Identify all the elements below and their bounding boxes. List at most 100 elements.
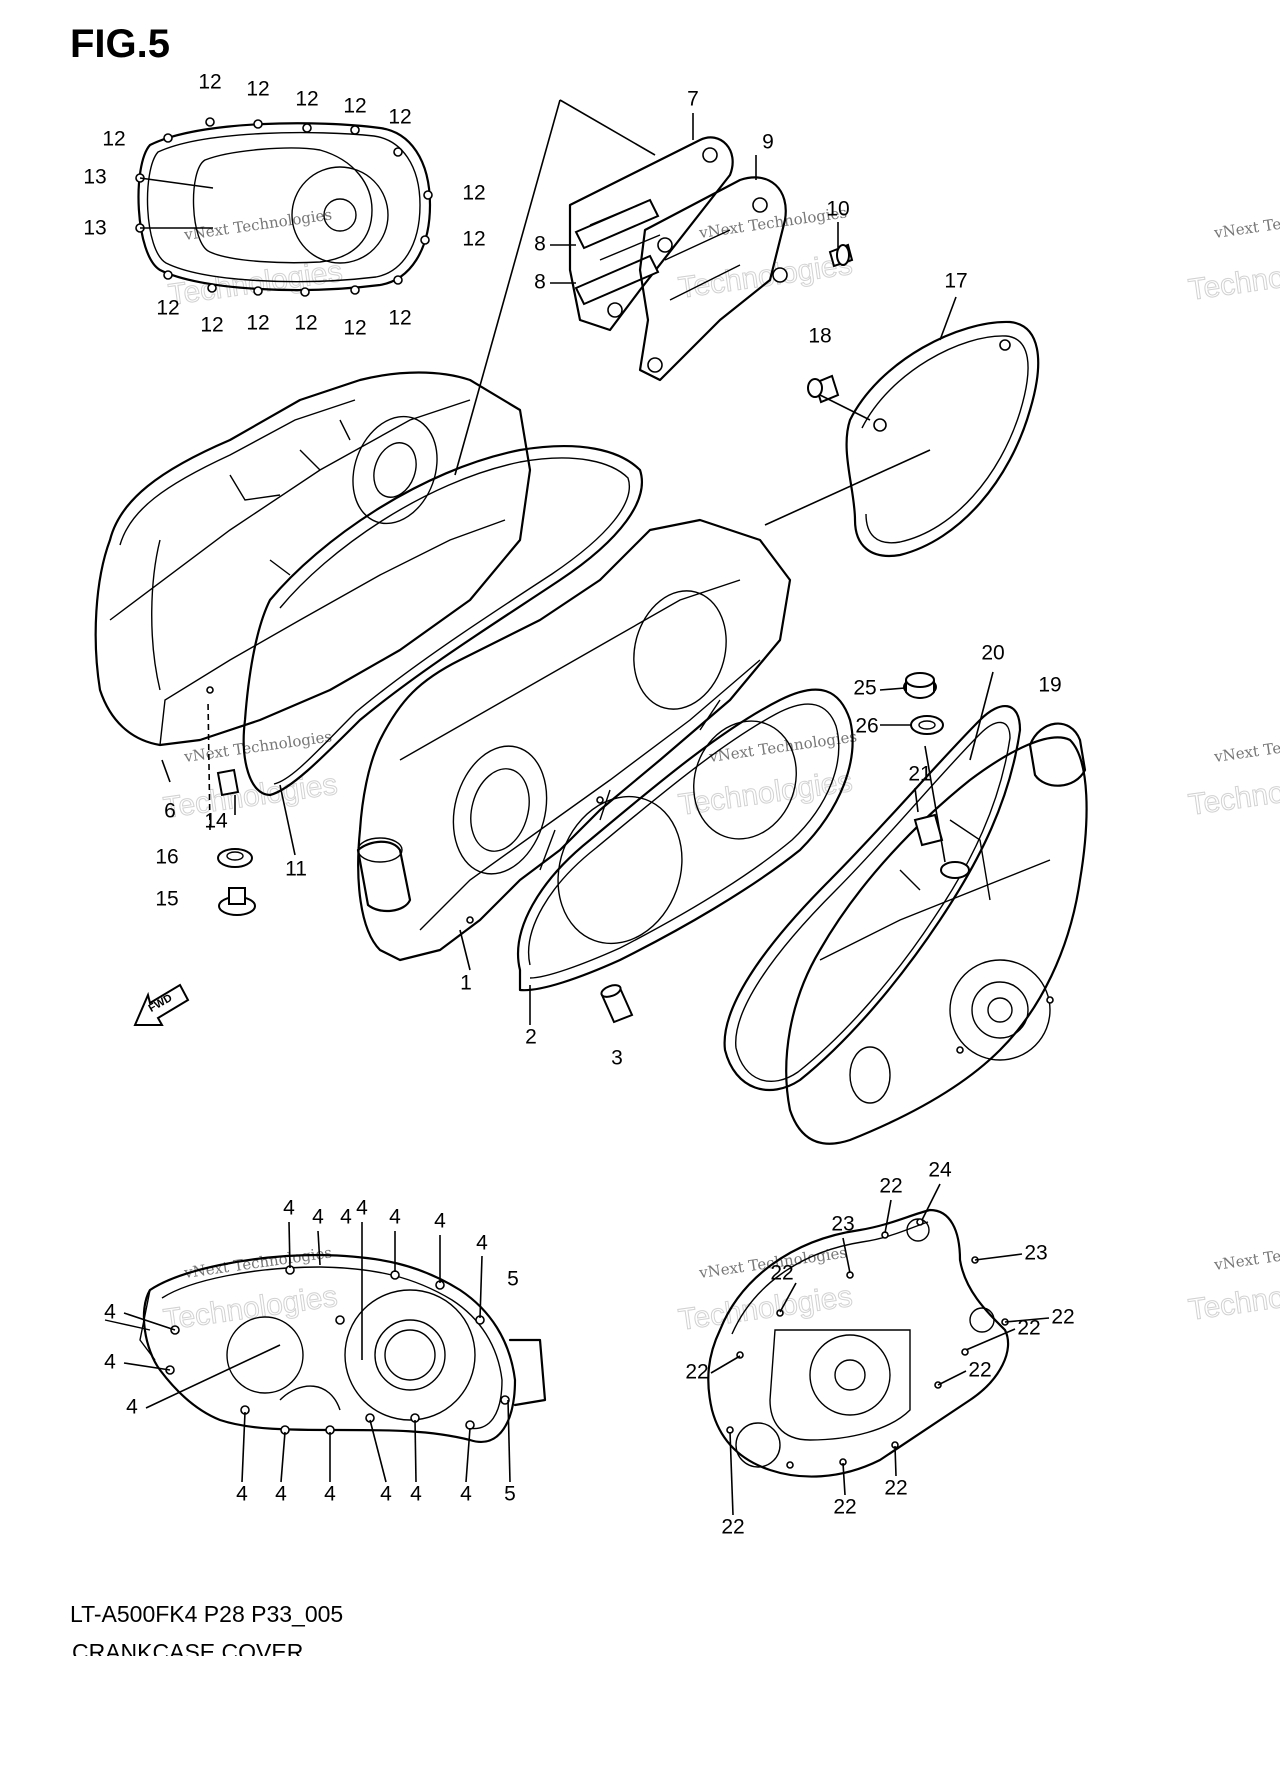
cover-bolt-layout-right (707, 1208, 1010, 1478)
callout-22: 22 (1017, 1317, 1040, 1340)
callout-19: 19 (1038, 674, 1061, 697)
crankcase-cover-left (94, 371, 532, 747)
callout-labels: 1 2 3 7 8 8 9 10 11 6 14 16 15 17 18 19 … (83, 71, 1074, 1539)
callout-4: 4 (275, 1483, 287, 1506)
callout-12: 12 (294, 312, 317, 335)
callout-12: 12 (462, 228, 485, 251)
callout-14: 14 (204, 810, 228, 833)
washer-16 (217, 848, 253, 868)
callout-22: 22 (884, 1477, 907, 1500)
callout-16: 16 (155, 846, 178, 869)
gasket-2 (517, 688, 854, 992)
callout-6: 6 (164, 800, 176, 823)
callout-8: 8 (534, 271, 546, 294)
callout-24: 24 (928, 1159, 952, 1182)
callout-4: 4 (476, 1232, 488, 1255)
watermark-text: vNext Technologies (1212, 203, 1280, 242)
callout-25: 25 (853, 677, 876, 700)
watermark-text: Technologies (161, 1280, 339, 1337)
callout-4: 4 (312, 1206, 324, 1229)
callout-4: 4 (460, 1483, 472, 1506)
callout-12: 12 (102, 128, 125, 151)
callout-12: 12 (156, 297, 179, 320)
o-ring-26 (910, 715, 944, 735)
crankcase-cover-center (356, 518, 792, 962)
callout-4: 4 (236, 1483, 248, 1506)
cover-bolt-layout-left (104, 1253, 547, 1443)
callout-4: 4 (104, 1351, 116, 1374)
forward-direction-arrow: FWD (133, 983, 190, 1026)
callout-20: 20 (981, 642, 1004, 665)
callout-1: 1 (460, 972, 472, 995)
callout-22: 22 (833, 1496, 856, 1519)
callout-12: 12 (200, 314, 223, 337)
callout-12: 12 (462, 182, 485, 205)
watermark-text: vNext Technologies (1212, 1235, 1280, 1274)
callout-18: 18 (808, 325, 831, 348)
watermark-text: Technologies (676, 1280, 854, 1337)
watermark-text: Technologies (166, 255, 344, 312)
section-title: CRANKCASE COVER (72, 1639, 304, 1656)
callout-4: 4 (434, 1210, 446, 1233)
watermark-text: Technologies (676, 248, 854, 305)
drain-bolt-15 (218, 887, 256, 916)
callout-3: 3 (611, 1047, 623, 1070)
callout-4: 4 (126, 1396, 138, 1419)
callout-11: 11 (285, 858, 307, 881)
callout-4: 4 (356, 1197, 368, 1220)
callout-12: 12 (246, 312, 269, 335)
plate-8 (574, 198, 660, 306)
model-code-label: LT-A500FK4 P28 P33_005 (70, 1601, 344, 1627)
callout-4: 4 (380, 1483, 392, 1506)
callout-7: 7 (687, 88, 699, 111)
callout-10: 10 (826, 198, 849, 221)
watermark-text: Technologies (1186, 250, 1280, 307)
callout-4: 4 (410, 1483, 422, 1506)
watermark-group: vNext Technologies Technologies vNext Te… (161, 203, 1280, 1337)
callout-13: 13 (83, 217, 106, 240)
callout-4: 4 (324, 1483, 336, 1506)
leader-lines-bottom (123, 1183, 1050, 1516)
callout-8: 8 (534, 233, 546, 256)
callout-9: 9 (762, 131, 774, 154)
watermark-text: vNext Technologies (182, 727, 333, 766)
callout-15: 15 (155, 888, 178, 911)
callout-17: 17 (944, 270, 967, 293)
watermark-text: Technologies (1186, 1270, 1280, 1327)
watermark-text: vNext Technologies (182, 1243, 333, 1282)
watermark-text: vNext Technologies (707, 727, 858, 766)
callout-22: 22 (685, 1361, 708, 1384)
watermark-text: Technologies (1186, 765, 1280, 822)
callout-4: 4 (389, 1206, 401, 1229)
callout-23: 23 (1024, 1242, 1047, 1265)
watermark-text: vNext Technologies (182, 205, 333, 244)
dowel-pin-3 (600, 984, 634, 1024)
bracket-9 (638, 176, 788, 382)
watermark-text: vNext Technologies (1212, 727, 1280, 766)
magneto-cover-gasket (723, 704, 1022, 1092)
callout-22: 22 (968, 1359, 991, 1382)
callout-5: 5 (507, 1268, 519, 1291)
callout-12: 12 (246, 78, 269, 101)
callout-4: 4 (340, 1206, 352, 1229)
callout-13: 13 (83, 166, 106, 189)
cover-plate-17 (845, 320, 1040, 558)
callout-12: 12 (388, 106, 411, 129)
callout-26: 26 (855, 715, 878, 738)
callout-22: 22 (721, 1516, 744, 1539)
callout-12: 12 (388, 307, 411, 330)
callout-12: 12 (343, 95, 366, 118)
callout-12: 12 (295, 88, 318, 111)
callout-22: 22 (1051, 1306, 1074, 1329)
callout-12: 12 (343, 317, 366, 340)
plate-7 (568, 136, 734, 332)
figure-title: FIG.5 (70, 22, 171, 66)
callout-22: 22 (879, 1175, 902, 1198)
gasket-11 (242, 444, 643, 797)
callout-23: 23 (831, 1213, 854, 1236)
leader-lines (139, 99, 994, 1025)
callout-4: 4 (104, 1301, 116, 1324)
bolt-18 (807, 374, 840, 404)
dowel-pin-14 (216, 768, 240, 797)
